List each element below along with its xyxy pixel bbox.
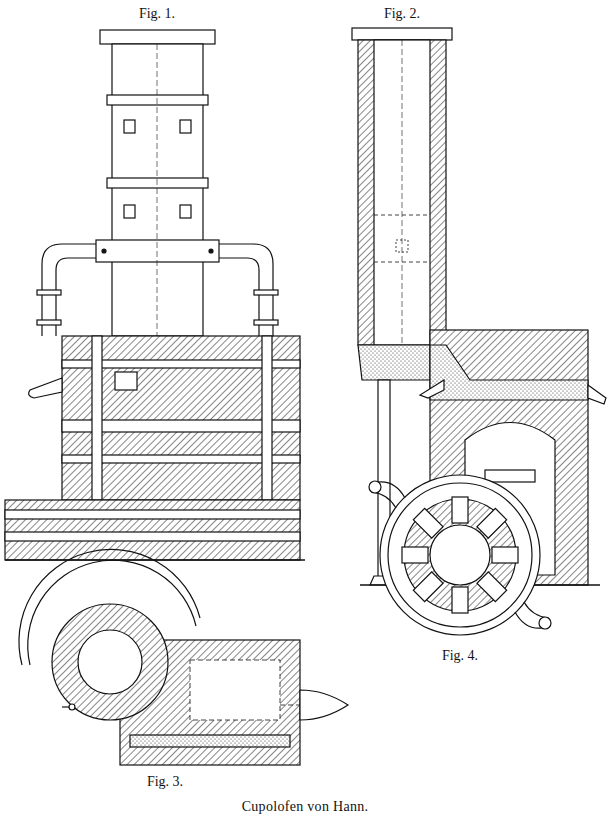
drawing-stroke: [209, 249, 213, 253]
figure-label-box: Fig. 3.: [145, 772, 185, 790]
drawing-stroke: [5, 28, 606, 765]
drawing-stroke: [56, 258, 96, 336]
drawing-stroke: [100, 30, 215, 44]
drawing-stroke: [254, 290, 278, 295]
drawing-stroke: [115, 372, 137, 390]
drawing-stroke: [452, 497, 468, 523]
drawing-stroke: [388, 483, 532, 627]
drawing-stroke: [37, 320, 61, 325]
drawing-stroke: [413, 508, 443, 538]
drawing-stroke: [92, 336, 102, 500]
drawing-stroke: [402, 497, 518, 613]
drawing-stroke: [107, 178, 208, 188]
fig3-plan: [19, 549, 348, 765]
drawing-stroke: [485, 470, 535, 482]
drawing-stroke: [588, 385, 606, 404]
drawing-stroke: [430, 330, 588, 585]
figure-label: Fig. 3.: [145, 774, 185, 789]
drawing-stroke: [190, 660, 280, 720]
drawing-stroke: [102, 249, 106, 253]
drawing-stroke: [358, 40, 446, 345]
figure-label-box: Fig. 4.: [440, 646, 480, 664]
drawing-stroke: [112, 44, 203, 336]
drawing-stroke: [124, 205, 135, 218]
drawing-stroke: [5, 510, 300, 519]
drawing-stroke: [5, 500, 300, 560]
drawing-stroke: [62, 706, 69, 707]
drawing-stroke: [452, 587, 468, 613]
drawing-stroke: [37, 290, 61, 295]
caption: Cupolofen von Hann.: [240, 799, 371, 814]
drawing-stroke: [413, 572, 443, 602]
drawing-stroke: [402, 547, 428, 563]
figure-label-box: Fig. 2.: [382, 4, 422, 22]
figure-label: Fig. 4.: [440, 648, 480, 663]
drawing-stroke: [430, 345, 588, 400]
drawing-stroke: [477, 508, 507, 538]
drawing-stroke: [124, 120, 135, 133]
drawing-stroke: [78, 630, 142, 694]
drawing-stroke: [352, 28, 452, 40]
drawing-stroke: [369, 481, 381, 493]
drawing-stroke: [396, 240, 408, 252]
drawing-stroke: [5, 532, 300, 541]
drawing-stroke: [262, 336, 272, 500]
drawing-stroke: [107, 95, 208, 105]
drawing-stroke: [180, 205, 191, 218]
drawing-stroke: [62, 336, 300, 500]
drawing-stroke: [420, 380, 444, 398]
drawing-stroke: [374, 215, 430, 216]
drawing-stroke: [96, 240, 219, 262]
figure-label: Fig. 2.: [382, 6, 422, 21]
drawing-stroke: [380, 475, 540, 635]
fig4-plan: [369, 475, 551, 635]
drawing-stroke: [180, 120, 191, 133]
drawing-stroke: [402, 40, 403, 345]
drawing-stroke: [300, 690, 348, 720]
drawing-stroke: [29, 378, 62, 398]
drawing-stroke: [539, 617, 551, 629]
drawing-stroke: [492, 547, 518, 563]
caption-box: Cupolofen von Hann.: [240, 797, 371, 815]
drawing-stroke: [157, 44, 158, 336]
drawing-stroke: [430, 525, 490, 585]
fig1-elevation: [5, 30, 305, 560]
figure-label-box: Fig. 1.: [137, 4, 177, 22]
drawing-stroke: [130, 735, 290, 747]
drawing-stroke: [477, 572, 507, 602]
drawing-stroke: [374, 262, 430, 263]
drawing-stroke: [374, 40, 430, 345]
drawing-stroke: [219, 258, 259, 336]
drawing-stroke: [52, 604, 168, 720]
drawing-stroke: [254, 320, 278, 325]
figure-label: Fig. 1.: [137, 6, 177, 21]
drawing-stroke: [69, 704, 75, 710]
